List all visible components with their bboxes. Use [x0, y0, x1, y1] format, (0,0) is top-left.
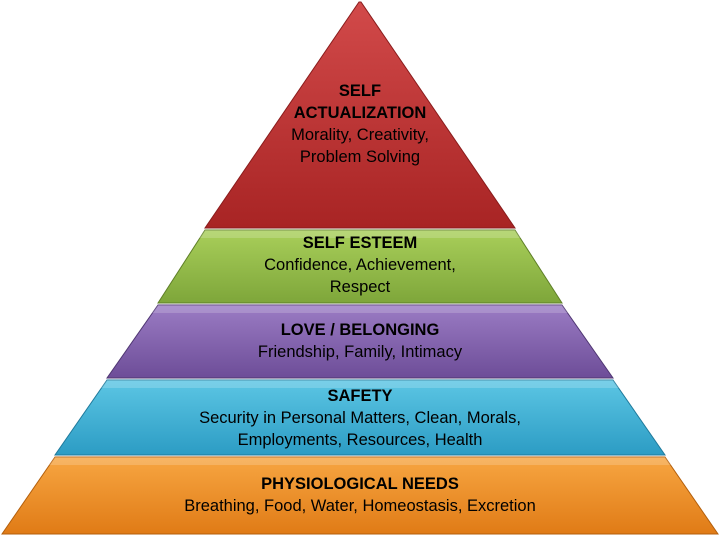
tier-safety-highlight — [101, 380, 619, 388]
tier-self-actualization-desc-line-2: Problem Solving — [299, 148, 421, 166]
tier-physiological-needs-desc: Breathing, Food, Water, Homeostasis, Exc… — [184, 497, 536, 515]
tier-self-esteem-text: SELF ESTEEM Confidence, Achievement, Res… — [0, 232, 720, 298]
tier-safety-text: SAFETY Security in Personal Matters, Cle… — [0, 385, 720, 451]
tier-physiological-needs-highlight — [49, 457, 671, 465]
tier-love-belonging-title: LOVE / BELONGING — [280, 321, 440, 339]
tier-physiological-needs-title: PHYSIOLOGICAL NEEDS — [261, 475, 459, 493]
tier-physiological-needs-shape — [1, 456, 719, 535]
tier-self-esteem-title: SELF ESTEEM — [302, 234, 418, 252]
tier-safety-shape — [54, 379, 666, 456]
tier-self-esteem-shape — [157, 229, 563, 304]
tier-love-belonging-shape — [106, 304, 614, 379]
tier-love-belonging-text: LOVE / BELONGING Friendship, Family, Int… — [0, 319, 720, 363]
tier-self-esteem-desc-line-1: Confidence, Achievement, — [264, 256, 456, 274]
tier-self-actualization-text: SELF ACTUALIZATION Morality, Creativity,… — [250, 80, 470, 168]
tier-self-actualization-title-line-1: SELF — [338, 82, 382, 100]
tier-love-belonging-desc: Friendship, Family, Intimacy — [257, 343, 463, 361]
tier-physiological-needs-text: PHYSIOLOGICAL NEEDS Breathing, Food, Wat… — [0, 473, 720, 517]
tier-self-actualization-desc-line-1: Morality, Creativity, — [291, 126, 429, 144]
tier-safety-desc-line-2: Employments, Resources, Health — [237, 431, 483, 449]
tier-love-belonging-highlight — [152, 305, 568, 313]
tier-self-actualization-shape — [204, 1, 516, 229]
tier-self-actualization-title-line-2: ACTUALIZATION — [293, 104, 427, 122]
tier-safety-title: SAFETY — [327, 387, 393, 405]
tier-self-esteem-desc-line-2: Respect — [329, 278, 391, 296]
tier-self-esteem-highlight — [199, 230, 521, 238]
tier-safety-desc-line-1: Security in Personal Matters, Clean, Mor… — [199, 409, 521, 427]
